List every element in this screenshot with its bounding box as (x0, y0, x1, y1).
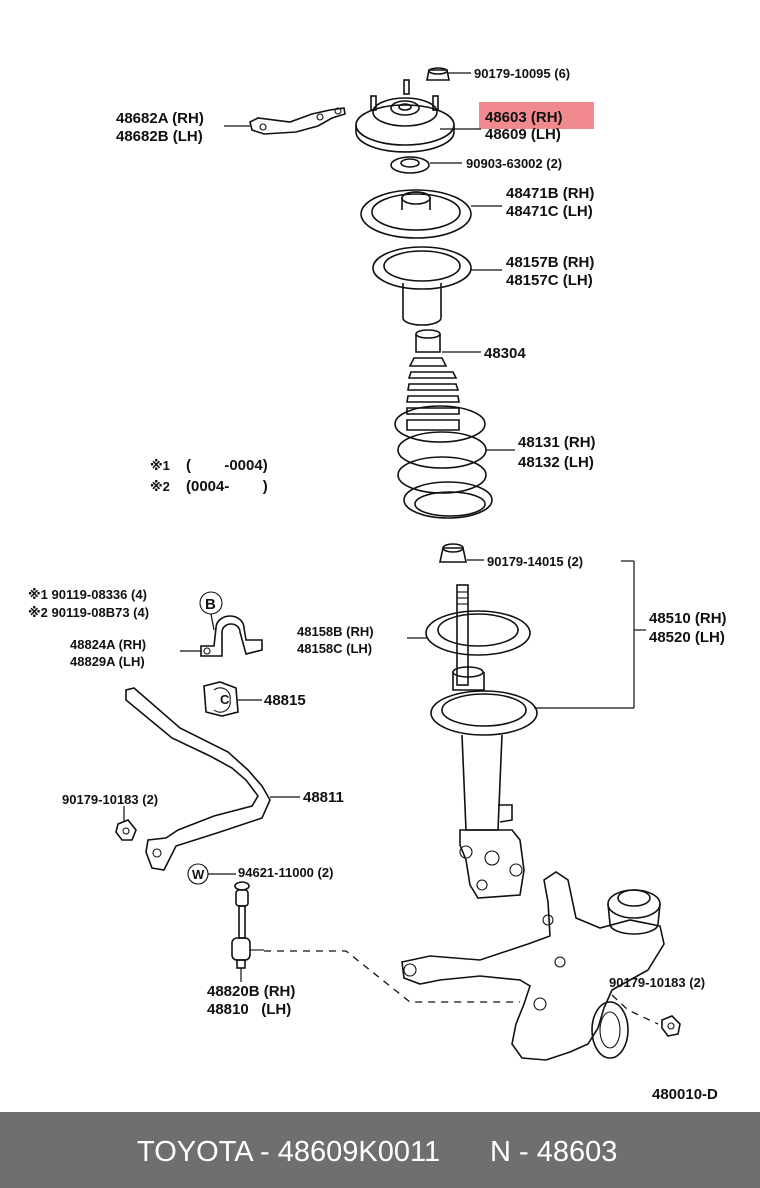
label-knuckle-nut: 90179-10183 (2) (609, 975, 705, 990)
footer-brand-part: TOYOTA - 48609K0011 (137, 1136, 441, 1168)
label-stab-nut: 90179-10183 (2) (62, 792, 158, 807)
label-stab-bracket-lh: 48829A (LH) (70, 654, 145, 669)
coil-spring[interactable] (394, 405, 493, 519)
footer-bar: TOYOTA - 48609K0011 N - 48603 (0, 1112, 760, 1188)
suspension-bracket[interactable] (249, 107, 346, 135)
label-bolt-1: ※1 90119-08336 (4) (28, 587, 147, 602)
label-spring-rh: 48131 (RH) (518, 434, 596, 451)
label-strut-nut: 90179-14015 (2) (487, 554, 583, 569)
stabilizer-bushing[interactable] (203, 681, 239, 717)
label-mount-rh: 48603 (RH) (485, 109, 563, 126)
label-stab-bracket-rh: 48824A (RH) (70, 637, 146, 652)
label-strut-lh: 48520 (LH) (649, 629, 725, 646)
highlight-box (479, 102, 594, 129)
footer-reference: N - 48603 (490, 1136, 618, 1168)
label-lower-seat-lh: 48158C (LH) (297, 641, 372, 656)
label-strut-rh: 48510 (RH) (649, 610, 727, 627)
shock-absorber-strut[interactable] (425, 584, 538, 899)
bound-stopper-boot[interactable] (406, 329, 460, 431)
label-mount-lh: 48609 (LH) (485, 126, 561, 143)
exploded-parts-diagram: ※1 ( -0004) ※2 (0004- ) (28, 66, 727, 1103)
label-bracket-lh: 48682B (LH) (116, 128, 203, 145)
label-washer-nut: 94621-11000 (2) (238, 865, 333, 880)
label-diagram-code: 480010-D (652, 1086, 718, 1103)
label-lower-seat-rh: 48158B (RH) (297, 624, 374, 639)
label-upper-seat-rh: 48471B (RH) (506, 185, 594, 202)
strut-nut[interactable] (439, 543, 467, 563)
spring-insulator[interactable] (372, 246, 472, 326)
label-bolt-2: ※2 90119-08B73 (4) (28, 605, 149, 620)
label-spring-lh: 48132 (LH) (518, 454, 594, 471)
callout-b: B (205, 596, 216, 613)
label-link-lh: 48810 (LH) (207, 1001, 291, 1018)
upper-spring-seat[interactable] (360, 189, 472, 239)
label-upper-seat-lh: 48471C (LH) (506, 203, 593, 220)
top-nut[interactable] (426, 67, 450, 81)
note-1-mark: ※1 (150, 458, 170, 473)
callout-w: W (192, 867, 205, 882)
note-2-mark: ※2 (150, 479, 170, 494)
upper-support-mount[interactable] (355, 79, 455, 153)
label-bushing: 48815 (264, 692, 306, 709)
note-1-text: ( -0004) (186, 457, 268, 474)
stabilizer-bracket[interactable] (200, 615, 263, 657)
note-2-text: (0004- ) (186, 478, 268, 495)
callout-c: C (220, 692, 230, 707)
label-stab-bar: 48811 (303, 789, 344, 806)
knuckle-nut[interactable] (661, 1015, 681, 1037)
label-insulator-lh: 48157C (LH) (506, 272, 593, 289)
stabilizer-link[interactable] (231, 881, 264, 982)
label-bracket-rh: 48682A (RH) (116, 110, 204, 127)
stabilizer-nut[interactable] (115, 819, 137, 841)
bearing-washer[interactable] (390, 156, 430, 174)
label-bearing: 90903-63002 (2) (466, 156, 562, 171)
label-link-rh: 48820B (RH) (207, 983, 295, 1000)
steering-knuckle[interactable] (401, 871, 665, 1061)
stabilizer-bar[interactable] (125, 687, 271, 871)
label-insulator-rh: 48157B (RH) (506, 254, 594, 271)
label-top-nut: 90179-10095 (6) (474, 66, 570, 81)
label-bumper: 48304 (484, 345, 526, 362)
